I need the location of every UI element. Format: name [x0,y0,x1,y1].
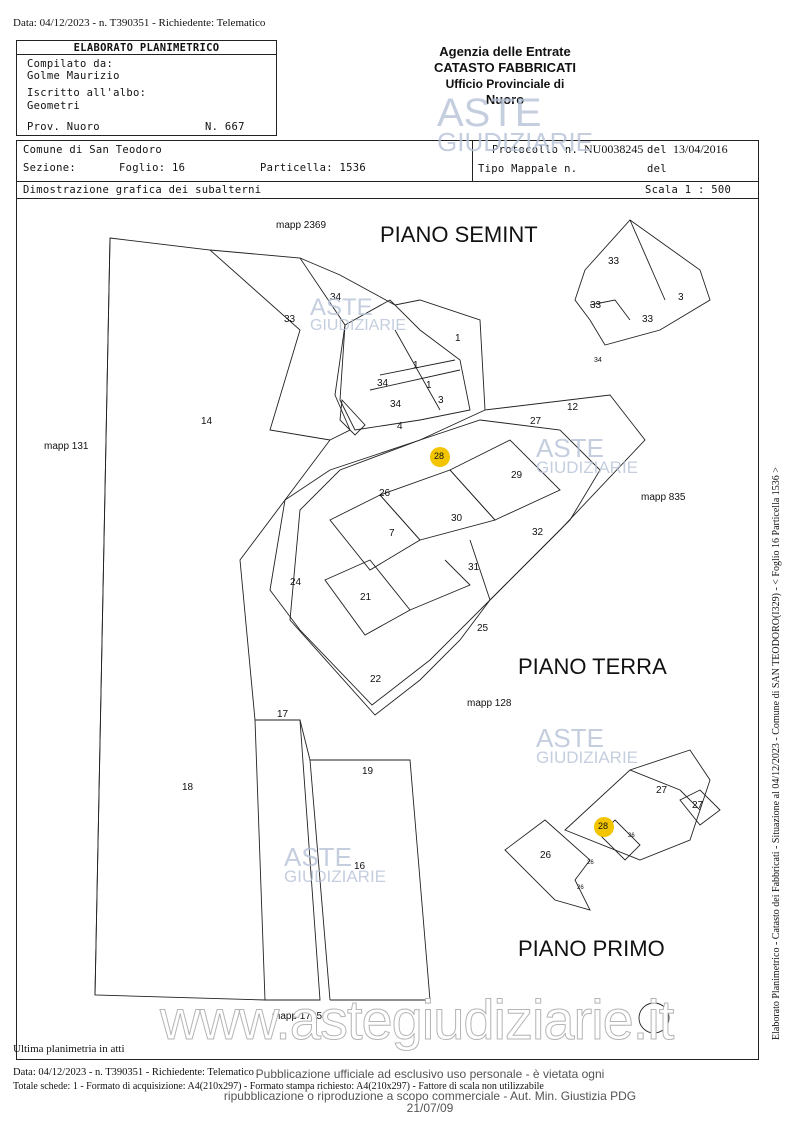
unit-label: 32 [532,527,544,538]
agency-header: Agenzia delle Entrate CATASTO FABBRICATI… [380,44,630,108]
ultima-planimetria: Ultima planimetria in atti [13,1043,125,1055]
comune-label: Comune di San Teodoro [23,144,163,156]
unit-label: 3 [438,395,444,406]
unit-label: 27 [656,785,668,796]
unit-label: 25 [477,623,489,634]
label-mapp-131: mapp 131 [44,441,89,452]
unit-label: 17 [277,709,289,720]
header-left-box: ELABORATO PLANIMETRICO Compilato da: Gol… [16,40,277,136]
parcel-left-edge [94,237,111,996]
unit-label: 12 [567,402,579,413]
unit-label: 24 [290,577,302,588]
footer-line-2: Totale schede: 1 - Formato di acquisizio… [13,1081,544,1092]
unit-label: 34 [330,292,342,303]
unit-label: 1 [455,333,461,344]
tipo-mappale-label: Tipo Mappale n. [478,163,578,175]
unit-label: 3 [678,292,684,303]
label-mapp-128: mapp 128 [467,698,512,709]
top-info-line: Data: 04/12/2023 - n. T390351 - Richiede… [13,17,266,29]
label-mapp-1785: mapp 1785 [272,1011,323,1022]
del-value-1: 13/04/2016 [673,142,728,156]
overlay-line-1: Pubblicazione ufficiale ad esclusivo uso… [255,1067,605,1081]
watermark-url: www.astegiudiziarie.it [159,988,674,1052]
elaborato-title: ELABORATO PLANIMETRICO [73,42,220,54]
unit-label: 34 [377,378,389,389]
del-label-1: del [647,144,667,156]
unit-label: 7 [389,528,395,539]
agency-name: Agenzia delle Entrate [439,44,571,59]
sezione-label: Sezione: [23,162,76,174]
protocollo-label: Protocollo n. [492,144,579,156]
highlight-28-primo [594,817,614,837]
unit-label: 22 [370,674,382,685]
unit-label: 33 [590,300,602,311]
unit-label: 33 [284,314,296,325]
particella-label: Particella: 1536 [260,162,366,174]
unit-label: 26 [540,850,552,861]
unit-label: 34 [594,357,602,364]
watermark-aste: ASTE GIUDIZIARIE [536,433,639,478]
highlight-28-terra [430,447,450,467]
side-caption: Elaborato Planimetrico - Catasto dei Fab… [771,467,782,1040]
unit-label: 26 [379,488,391,499]
main-frame [16,140,759,1060]
unit-label: 33 [642,314,654,325]
unit-label: 1 [413,360,419,371]
unit-label: 26 [577,885,584,891]
albo-number: N. 667 [205,121,245,133]
foglio-label: Foglio: 16 [119,162,186,174]
compilato-label: Compilato da: [27,58,114,70]
unit-label: 27 [692,800,704,811]
unit-label: 26 [628,833,635,839]
watermark-aste: ASTE GIUDIZIARIE [437,91,594,157]
unit-label: 14 [201,416,213,427]
ufficio-label: Ufficio Provinciale di [445,77,565,91]
title-piano-primo: PIANO PRIMO [518,936,665,961]
unit-label: 19 [362,766,374,777]
protocollo-value: NU0038245 [584,142,644,156]
label-mapp-2369: mapp 2369 [276,220,327,231]
dimostrazione-label: Dimostrazione grafica dei subalterni [23,184,262,196]
overlay-line-2: ripubblicazione o riproduzione a scopo c… [223,1089,637,1115]
unit-label: 31 [468,562,480,573]
unit-label: 26 [587,860,594,866]
label-mapp-835: mapp 835 [641,492,686,503]
watermark-aste: ASTE GIUDIZIARIE [284,842,387,887]
iscritto-value: Geometri [27,100,80,112]
unit-label: 27 [530,416,542,427]
highlight-28-terra-label: 28 [434,451,445,461]
watermark-aste: ASTE GIUDIZIARIE [536,723,639,768]
unit-label: 21 [360,592,372,603]
unit-label: 30 [451,513,463,524]
iscritto-label: Iscritto all'albo: [27,87,147,99]
unit-label: 29 [511,470,523,481]
footer-line-1: Data: 04/12/2023 - n. T390351 - Richiede… [13,1067,254,1078]
compilato-value: Golme Maurizio [27,70,120,82]
unit-label: 34 [390,399,402,410]
unit-label: 33 [608,256,620,267]
unit-label: 16 [354,861,366,872]
unit-label: 1 [426,380,432,391]
watermark-aste: ASTE GIUDIZIARIE [310,294,407,334]
unit-label: 4 [397,421,403,432]
title-piano-semint: PIANO SEMINT [380,222,538,247]
unit-label: 18 [182,782,194,793]
title-piano-terra: PIANO TERRA [518,654,667,679]
del-label-2: del [647,163,667,175]
catasto-title: CATASTO FABBRICATI [433,60,577,75]
highlight-28-primo-label: 28 [598,821,609,831]
provincia-label: Prov. Nuoro [27,121,100,133]
scala-label: Scala 1 : 500 [645,184,732,196]
ufficio-city: Nuoro [485,92,525,107]
footer-overlay: Pubblicazione ufficiale ad esclusivo uso… [200,1068,660,1114]
